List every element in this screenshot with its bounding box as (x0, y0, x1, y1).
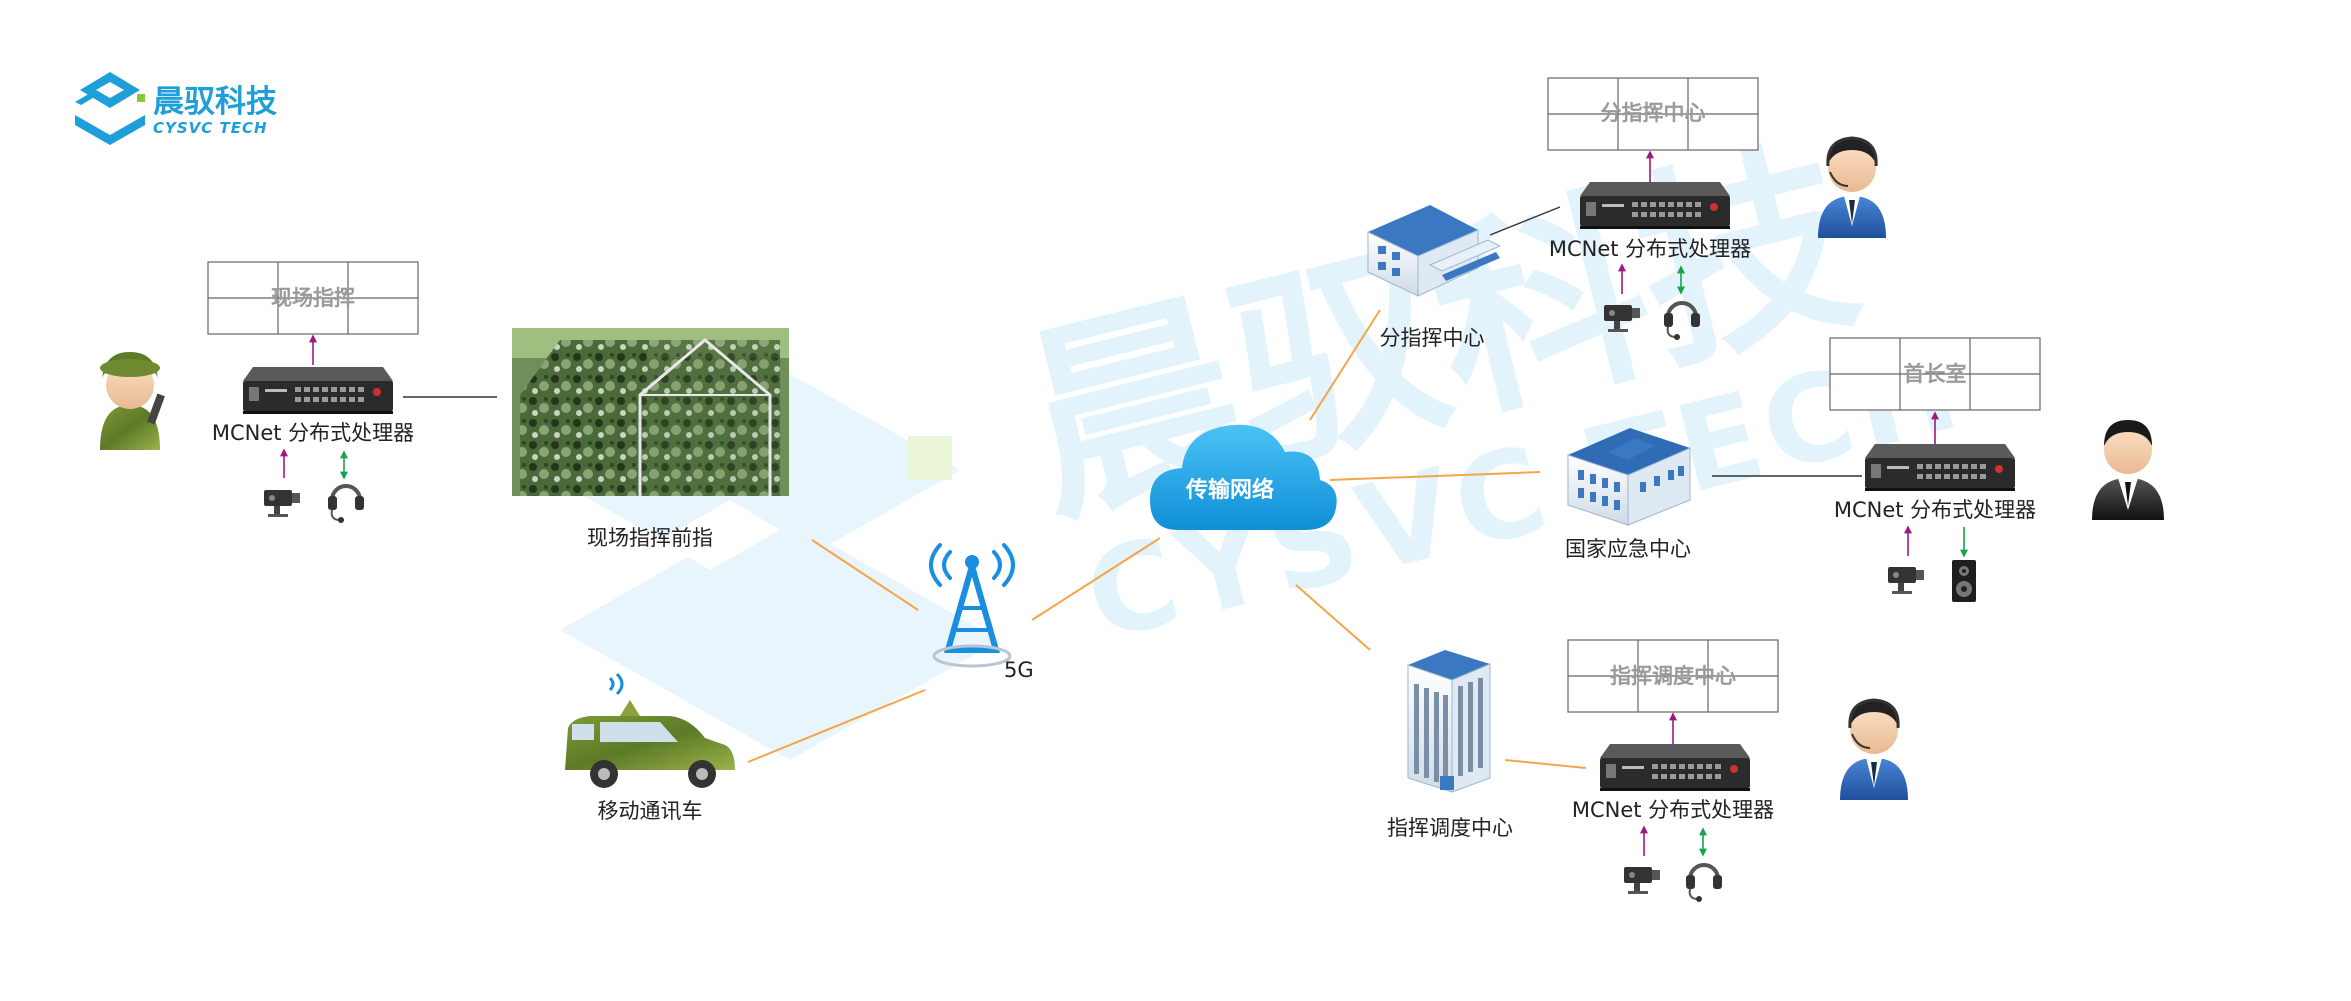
transport-network-cloud: 传输网络 (1150, 424, 1337, 530)
national-emergency-center: 国家应急中心 首长室 MCNet 分布式处理器 (1565, 337, 2164, 602)
dispatch-building-label: 指挥调度中心 (1387, 816, 1513, 840)
connector-building-processor (1489, 206, 1561, 236)
video-wall-field: 现场指挥 (207, 261, 419, 335)
logo-mark-icon (75, 72, 145, 145)
camera-icon (264, 490, 300, 517)
link-cloud-dispatch (1295, 584, 1371, 651)
video-wall-label: 首长室 (1904, 362, 1967, 386)
dispatch-building-icon (1407, 650, 1491, 793)
camera-icon (1888, 567, 1924, 594)
video-wall-national: 首长室 (1829, 337, 2041, 411)
operator-headset-icon (1818, 136, 1886, 238)
vehicle-icon (565, 672, 735, 788)
link-cloud-branch (1309, 309, 1381, 421)
mcnet-processor-device (1600, 744, 1750, 791)
headset-icon (1684, 863, 1724, 904)
mcnet-processor-device (1580, 182, 1730, 229)
video-wall-label: 分指挥中心 (1601, 101, 1706, 125)
logo-text-en: CYSVC TECH (153, 119, 268, 137)
national-building-icon (1567, 428, 1691, 526)
link-vehicle-tower (747, 689, 926, 763)
company-logo: 晨驭科技 CYSVC TECH (75, 72, 277, 145)
processor-label: MCNet 分布式处理器 (212, 421, 414, 445)
logo-text-cn: 晨驭科技 (153, 84, 277, 120)
link-dispatch-processor (1504, 759, 1587, 769)
soldier-icon (100, 352, 165, 450)
video-wall-dispatch: 指挥调度中心 (1567, 639, 1779, 713)
branch-building-icon (1367, 205, 1502, 297)
processor-label: MCNet 分布式处理器 (1549, 237, 1751, 261)
speaker-icon (1952, 560, 1976, 602)
mobile-communication-vehicle: 移动通讯车 (565, 672, 735, 823)
mcnet-processor-device (1865, 444, 2015, 491)
cloud-label: 传输网络 (1185, 477, 1274, 503)
mcnet-processor-device (243, 367, 393, 414)
operator-headset-icon (1840, 698, 1908, 800)
camouflage-tent-image (512, 328, 789, 496)
link-cloud-national (1329, 471, 1541, 481)
businessman-icon (2092, 420, 2164, 520)
5g-tower: 5G (929, 543, 1034, 682)
video-wall-branch: 分指挥中心 (1547, 77, 1759, 151)
tower-label: 5G (1004, 658, 1034, 682)
headset-icon (326, 484, 366, 525)
link-tower-cloud (1031, 537, 1161, 621)
link-tent-tower (811, 539, 919, 611)
camera-icon (1624, 867, 1660, 894)
national-building-label: 国家应急中心 (1565, 537, 1691, 561)
dispatch-command-center: 指挥调度中心 指挥调度中心 MCNet 分布式处理器 (1387, 639, 1908, 904)
tent-label: 现场指挥前指 (587, 526, 713, 550)
video-wall-label: 指挥调度中心 (1610, 664, 1736, 688)
video-wall-label: 现场指挥 (271, 286, 355, 310)
vehicle-label: 移动通讯车 (598, 799, 703, 823)
branch-command-center: 分指挥中心 分指挥中心 MCNet 分布式处理器 (1367, 77, 1886, 350)
cell-tower-icon (929, 543, 1015, 668)
field-command-site: 现场指挥 MCNet 分布式处理器 现场指挥前指 (100, 261, 789, 550)
processor-label: MCNet 分布式处理器 (1572, 798, 1774, 822)
branch-building-label: 分指挥中心 (1380, 326, 1485, 350)
processor-label: MCNet 分布式处理器 (1834, 498, 2036, 522)
network-links (747, 309, 1587, 769)
